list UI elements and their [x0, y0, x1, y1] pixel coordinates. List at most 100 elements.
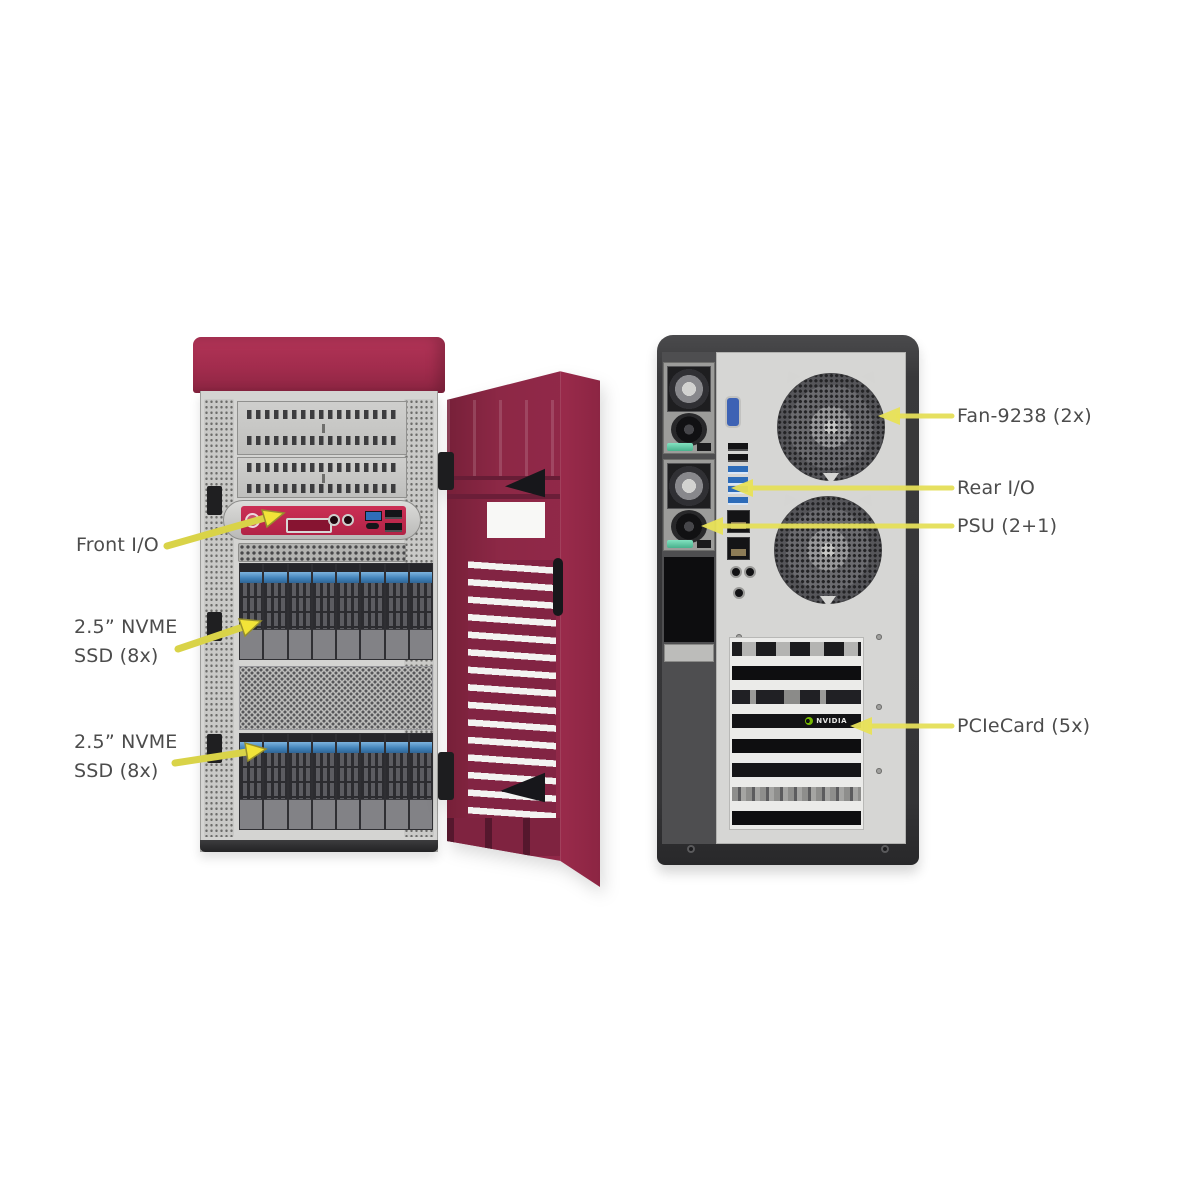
psu-bay-bracket	[664, 644, 714, 662]
nvme-drive-bay-bottom	[239, 733, 433, 830]
front-door-open	[438, 366, 600, 888]
audio-jack	[733, 587, 745, 599]
pcie-card	[732, 642, 861, 656]
pcie-card-nvidia: NVIDIA	[732, 714, 861, 728]
drive-tray	[409, 564, 432, 659]
psu-bay-empty	[664, 557, 714, 642]
vent-holes	[247, 484, 397, 493]
vent-strip	[238, 543, 406, 562]
drive-tray	[264, 734, 287, 829]
pcie-slot-empty	[732, 666, 861, 680]
pcie-card	[732, 787, 861, 801]
bay-latch-notch	[322, 474, 325, 484]
drive-bay-cover-2	[237, 457, 407, 498]
drive-tray	[361, 734, 384, 829]
vent-mesh	[239, 666, 433, 730]
drive-tray	[264, 564, 287, 659]
drive-tray	[240, 734, 263, 829]
panel-screw	[876, 634, 882, 640]
drive-latch	[361, 742, 384, 753]
drive-latch	[288, 742, 311, 753]
door-bottom-compartment	[447, 818, 560, 856]
door-top-compartment	[447, 400, 560, 480]
rear-view-tower: NVIDIA	[657, 335, 919, 865]
psu-power-socket	[697, 540, 711, 548]
drive-tray	[288, 734, 311, 829]
ethernet-port	[727, 510, 750, 533]
drive-latch	[264, 572, 287, 583]
rear-panel: NVIDIA	[716, 352, 906, 844]
audio-jack	[744, 566, 756, 578]
latch-tab	[207, 486, 222, 515]
fan-clip	[861, 367, 880, 384]
front-io-bezel	[223, 500, 421, 540]
usb-port	[385, 510, 402, 519]
fan-clip	[781, 367, 800, 384]
door-front-face	[560, 371, 600, 887]
power-button-icon	[245, 513, 260, 528]
drive-latch	[385, 742, 408, 753]
vent-holes	[247, 436, 397, 445]
drive-latch	[409, 572, 432, 583]
latch-tab	[207, 612, 222, 641]
psu-fan-square	[667, 463, 711, 509]
usb-c-port	[366, 523, 379, 529]
psu-column	[662, 352, 716, 844]
drive-tray	[312, 734, 335, 829]
drive-latch	[337, 742, 360, 753]
usb-port	[385, 523, 402, 532]
pcie-slot-empty	[732, 763, 861, 777]
nvme-drive-bay-top	[239, 563, 433, 660]
latch-tab	[207, 734, 222, 763]
usb3-ports	[728, 466, 748, 485]
psu-fan-round	[671, 510, 707, 543]
drive-bay-cover-1	[237, 401, 407, 455]
front-chassis	[200, 391, 438, 852]
pcie-slot-area: NVIDIA	[729, 637, 864, 830]
panel-screw	[876, 704, 882, 710]
fan-clip	[778, 490, 797, 507]
frame-screw	[687, 845, 695, 853]
psu-power-socket	[697, 443, 711, 451]
pcie-slot-empty	[732, 739, 861, 753]
vga-port	[725, 396, 741, 428]
callout-label-nvme-bottom: 2.5” NVME SSD (8x)	[74, 731, 178, 782]
drive-latch	[312, 572, 335, 583]
usb3-ports	[728, 486, 748, 505]
bay-latch-notch	[322, 423, 325, 433]
drive-tray	[337, 564, 360, 659]
door-hinge	[438, 752, 454, 800]
door-inner-face	[447, 371, 561, 861]
callout-label-pcie: PCIeCard (5x)	[957, 715, 1091, 737]
rear-fan-top	[777, 373, 885, 481]
frame-screw	[881, 845, 889, 853]
usb2-ports	[728, 443, 748, 462]
audio-jack	[730, 566, 742, 578]
drive-latch	[264, 742, 287, 753]
drive-tray	[409, 734, 432, 829]
psu-fan-round	[671, 413, 707, 446]
drive-tray	[361, 564, 384, 659]
card-reader-slot	[286, 518, 332, 533]
fan-clip	[858, 490, 877, 507]
ethernet-port	[727, 537, 750, 560]
front-top-cover	[193, 337, 445, 393]
door-hinge	[438, 452, 454, 490]
psu-latch-teal	[667, 443, 693, 451]
psu-latch-teal	[667, 540, 693, 548]
drive-tray	[312, 564, 335, 659]
drive-latch	[312, 742, 335, 753]
door-shelf	[447, 494, 560, 499]
callout-label-nvme-top: 2.5” NVME SSD (8x)	[74, 616, 178, 667]
audio-jack	[328, 514, 340, 526]
pcie-slot-empty	[732, 811, 861, 825]
chassis-base	[200, 840, 438, 852]
drive-tray	[385, 564, 408, 659]
psu-fan-square	[667, 366, 711, 412]
drive-tray	[385, 734, 408, 829]
pcie-card	[732, 690, 861, 704]
fan-clip	[820, 596, 836, 607]
door-handle	[553, 558, 563, 616]
drive-latch	[288, 572, 311, 583]
